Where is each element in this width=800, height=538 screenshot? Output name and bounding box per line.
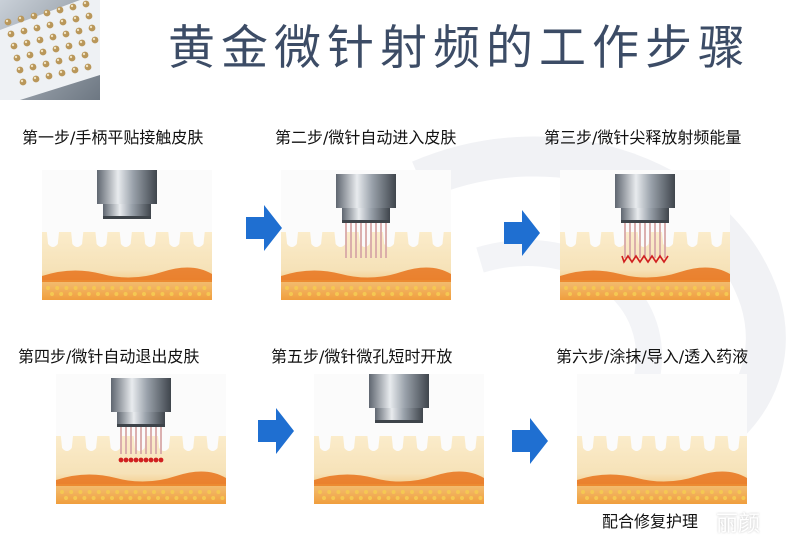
microneedle-cartridge-image <box>0 0 100 100</box>
step-1-illustration <box>42 170 212 300</box>
arrow-right-icon <box>504 210 540 256</box>
step-1-caption: 第一步/手柄平贴接触皮肤 <box>22 128 204 147</box>
step-3-illustration <box>560 170 730 300</box>
step-5-caption: 第五步/微针微孔短时开放 <box>271 347 453 366</box>
step-6-caption: 第六步/涂抹/导入/透入药液 <box>556 347 749 366</box>
arrow-right-icon <box>512 418 548 464</box>
page-title: 黄金微针射频的工作步骤 <box>168 21 751 76</box>
step-5-illustration <box>314 374 484 504</box>
step-2-illustration <box>281 170 451 300</box>
step-3-caption: 第三步/微针尖释放射频能量 <box>544 128 742 147</box>
step-6-illustration <box>577 374 747 504</box>
arrow-right-icon <box>246 205 282 251</box>
step-4-caption: 第四步/微针自动退出皮肤 <box>18 347 200 366</box>
arrow-right-icon <box>258 408 294 454</box>
step-4-illustration <box>56 374 226 504</box>
step-2-caption: 第二步/微针自动进入皮肤 <box>275 128 457 147</box>
aftercare-note: 配合修复护理 <box>602 512 699 531</box>
watermark: 丽颜 <box>716 512 761 537</box>
